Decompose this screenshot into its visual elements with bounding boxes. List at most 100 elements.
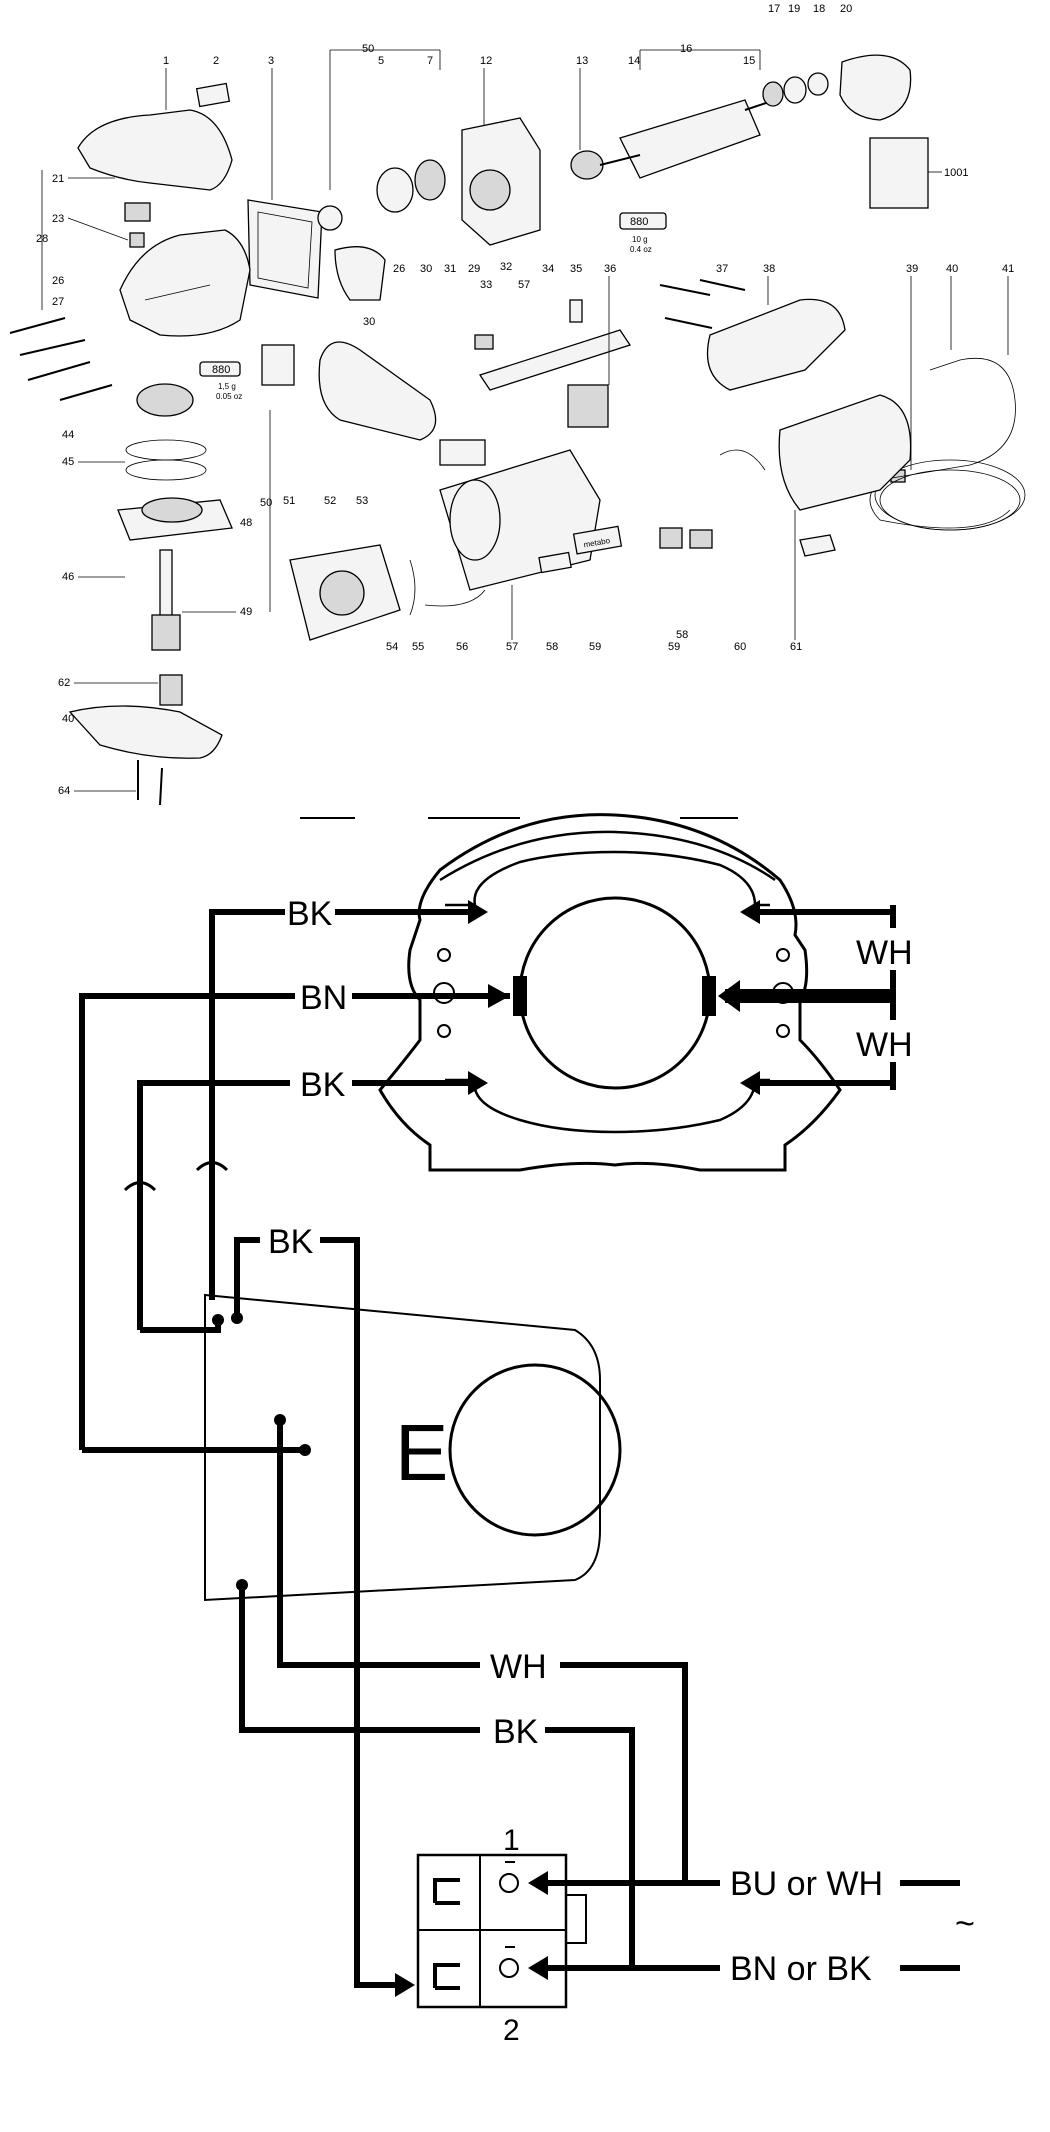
svg-text:60: 60 — [734, 641, 746, 653]
part-40-motor-cover: 61 — [778, 394, 912, 653]
wire-label-wh-lower: WH — [490, 1648, 547, 1686]
svg-text:50: 50 — [260, 497, 272, 509]
wire-label-bk-switch: BK — [268, 1223, 314, 1261]
parts-41-43-cable: 39 40 41 — [799, 263, 1026, 557]
svg-text:21: 21 — [52, 173, 64, 185]
exploded-view: 1 2 3 50 5 7 — [9, 3, 1026, 806]
input-label-bu-wh: BU or WH — [730, 1865, 883, 1903]
svg-text:55: 55 — [412, 641, 424, 653]
svg-text:18: 18 — [813, 3, 825, 15]
svg-text:51: 51 — [283, 495, 295, 507]
svg-text:39: 39 — [906, 263, 918, 275]
svg-text:38: 38 — [763, 263, 775, 275]
electronics-label: E — [395, 1408, 448, 1497]
svg-text:37: 37 — [716, 263, 728, 275]
svg-text:5: 5 — [378, 55, 384, 67]
grease-tube-880-1-5g: 880 1,5 g 0.05 oz — [136, 361, 242, 417]
parts-55-56: 55 56 — [409, 559, 486, 653]
screws-44: 44 — [9, 317, 113, 441]
part-54-stator: 54 — [289, 544, 401, 653]
svg-text:57: 57 — [506, 641, 518, 653]
svg-text:15: 15 — [743, 55, 755, 67]
mains-input: BU or WH BN or BK ~ — [632, 1865, 975, 1988]
wiring-diagram: BK BN BK WH WH E — [79, 813, 975, 2047]
svg-text:17: 17 — [768, 3, 780, 15]
part-13-bearing: 13 — [570, 55, 604, 180]
left-wires: BK BN BK — [79, 895, 510, 1450]
part-14-armature: 14 16 15 — [599, 43, 776, 179]
svg-text:20: 20 — [840, 3, 852, 15]
parts-29-30-31: 30 26 30 — [334, 246, 432, 328]
svg-text:34: 34 — [542, 263, 554, 275]
svg-text:54: 54 — [386, 641, 398, 653]
svg-text:7: 7 — [427, 55, 433, 67]
parts-51-52-53: 51 52 53 — [261, 341, 486, 507]
wire-label-wh-1: WH — [856, 934, 913, 972]
svg-text:49: 49 — [240, 606, 252, 618]
svg-text:58: 58 — [546, 641, 558, 653]
parts-64-1-47: 62 40 64 — [58, 674, 223, 806]
svg-text:31: 31 — [444, 263, 456, 275]
svg-text:64: 64 — [58, 785, 70, 797]
svg-text:61: 61 — [790, 641, 802, 653]
parts-60-62: 58 59 60 — [659, 449, 766, 653]
svg-text:44: 44 — [62, 429, 74, 441]
part-21-23-28: 21 23 28 27 26 — [36, 170, 151, 310]
svg-text:62: 62 — [58, 677, 70, 689]
wire-label-bk-top: BK — [287, 895, 333, 933]
parts-39-40-handle: 37 38 — [659, 263, 846, 391]
svg-text:30: 30 — [420, 263, 432, 275]
svg-text:10 g: 10 g — [632, 235, 648, 244]
svg-text:0.05 oz: 0.05 oz — [216, 392, 242, 401]
svg-text:23: 23 — [52, 213, 64, 225]
wire-label-wh-2: WH — [856, 1026, 913, 1064]
wire-label-bk-mid: BK — [300, 1066, 346, 1104]
electronics-module: E BK WH BK — [82, 1223, 688, 1997]
parts-58-59: metabo 58 59 — [538, 525, 623, 653]
svg-text:32: 32 — [500, 261, 512, 273]
grease-tube-880-10g: 880 10 g 0.4 oz — [619, 212, 667, 254]
svg-text:19: 19 — [788, 3, 800, 15]
part-1001-kit: 1001 — [869, 137, 968, 209]
svg-text:40: 40 — [62, 713, 74, 725]
power-switch: 1 2 — [416, 1824, 587, 2047]
switch-terminal-1: 1 — [503, 1824, 520, 1857]
part-45-o-rings: 45 — [62, 439, 207, 481]
part-38-switch: 36 — [567, 263, 616, 428]
svg-text:41: 41 — [1002, 263, 1014, 275]
part-3-gasket: 3 — [247, 55, 323, 299]
svg-text:53: 53 — [356, 495, 368, 507]
svg-text:57: 57 — [518, 279, 530, 291]
svg-text:59: 59 — [668, 641, 680, 653]
svg-text:1,5 g: 1,5 g — [218, 382, 236, 391]
svg-text:33: 33 — [480, 279, 492, 291]
part-1-cover: 1 — [77, 55, 233, 191]
svg-text:13: 13 — [576, 55, 588, 67]
svg-text:36: 36 — [604, 263, 616, 275]
part-50-lead: 50 — [260, 410, 272, 612]
part-46-49-spindle: 46 49 — [62, 549, 252, 651]
svg-text:59: 59 — [589, 641, 601, 653]
svg-text:1: 1 — [163, 55, 169, 67]
part-50-5-7: 50 5 7 — [317, 43, 446, 231]
svg-text:3: 3 — [268, 55, 274, 67]
parts-32-37: 31 29 32 33 57 34 35 — [444, 261, 632, 391]
part-57-motor-housing: 57 — [439, 449, 601, 653]
wire-label-bn: BN — [300, 979, 347, 1017]
svg-text:880: 880 — [630, 216, 648, 228]
svg-text:14: 14 — [628, 55, 640, 67]
ac-symbol: ~ — [955, 1905, 975, 1943]
svg-text:880: 880 — [212, 364, 230, 376]
svg-text:16: 16 — [680, 43, 692, 55]
svg-text:0.4 oz: 0.4 oz — [630, 245, 652, 254]
part-17-20-bearings: 17 19 18 20 — [762, 3, 912, 121]
input-label-bn-bk: BN or BK — [730, 1950, 872, 1988]
wire-label-bk-lower: BK — [493, 1713, 539, 1751]
svg-text:30: 30 — [363, 316, 375, 328]
svg-text:1001: 1001 — [944, 167, 968, 179]
svg-text:27: 27 — [52, 296, 64, 308]
svg-text:48: 48 — [240, 517, 252, 529]
svg-text:56: 56 — [456, 641, 468, 653]
svg-text:12: 12 — [480, 55, 492, 67]
